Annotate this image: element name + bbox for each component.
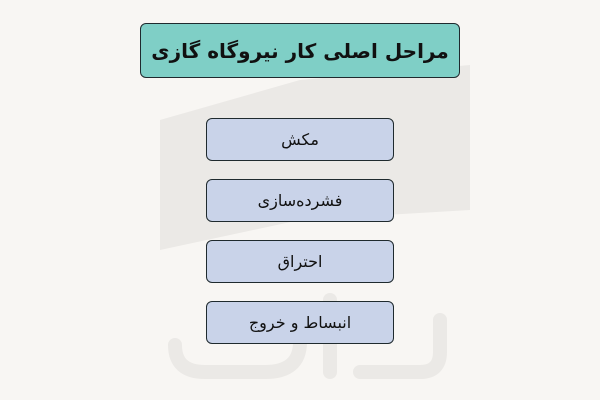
- step-combustion: احتراق: [206, 240, 394, 283]
- step-suction: مکش: [206, 118, 394, 161]
- step-compression: فشرده‌سازی: [206, 179, 394, 222]
- step-expansion-exhaust: انبساط و خروج: [206, 301, 394, 344]
- diagram-title: مراحل اصلی کار نیروگاه گازی: [140, 23, 460, 78]
